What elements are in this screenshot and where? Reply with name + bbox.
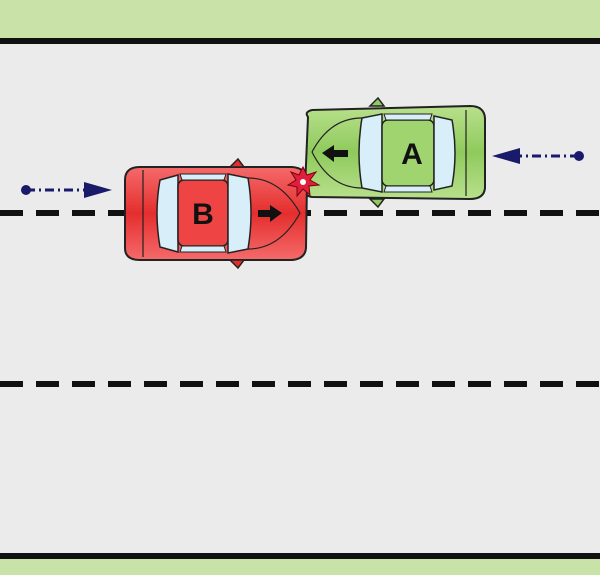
collision-star-icon: [286, 165, 321, 198]
car-a-label: A: [401, 138, 423, 171]
road-edge-bottom: [0, 553, 600, 559]
car-b: B: [124, 157, 309, 270]
dashed-arrow-left-icon: [492, 148, 584, 164]
dashed-arrow-right-icon: [21, 182, 112, 198]
arrow-right-icon: [258, 205, 282, 222]
road-edge-top: [0, 38, 600, 44]
grass-bottom: [0, 558, 600, 575]
road-surface: [0, 40, 600, 558]
car-b-label: B: [192, 198, 214, 231]
arrow-left-icon: [322, 145, 348, 162]
car-a: A: [303, 96, 486, 209]
grass-top: [0, 0, 600, 40]
